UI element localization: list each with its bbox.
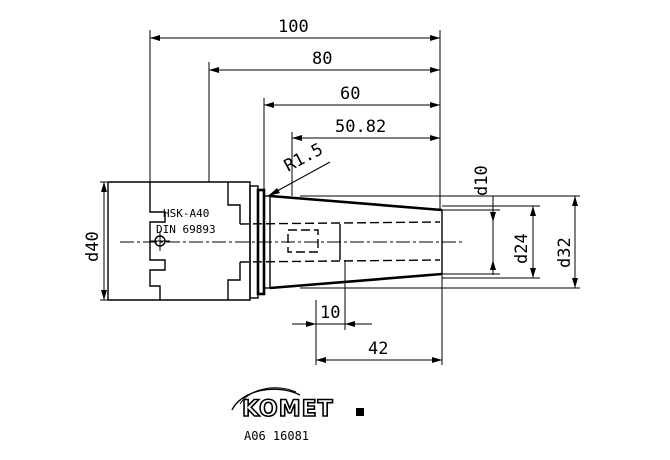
dim-radius: R1.5 [267,140,331,197]
part-number: A06 16081 [244,429,309,443]
dim-d10-label: d10 [472,165,492,196]
shank-label-line1: HSK-A40 [163,207,209,220]
dim-60: 60 [264,84,440,108]
dim-42: 42 [316,339,442,363]
dim-80: 80 [209,49,440,73]
dim-80-label: 80 [312,49,332,69]
komet-logo: KOMET [231,387,364,423]
logo-mark [356,408,364,416]
dim-radius-label: R1.5 [281,140,327,177]
witness-lines [100,30,580,365]
dim-d32-label: d32 [555,237,575,268]
dim-50-82-label: 50.82 [335,117,386,137]
dim-100-label: 100 [278,17,309,37]
taper-extension [239,194,443,290]
dim-10-label: 10 [320,303,340,323]
dim-d24: d24 [512,206,536,278]
dim-50-82: 50.82 [292,117,440,141]
dim-d10: d10 [472,165,496,275]
dim-60-label: 60 [340,84,360,104]
dim-d24-label: d24 [512,233,532,264]
dim-d40-label: d40 [83,231,103,262]
shank-label-line2: DIN 69893 [156,223,216,236]
dim-d40: d40 [83,182,107,300]
dim-42-label: 42 [368,339,388,359]
dim-10: 10 [292,303,372,327]
shank-body [107,181,251,301]
dim-d32: d32 [555,196,578,288]
brand-name: KOMET [242,397,334,422]
dim-100: 100 [150,17,440,41]
